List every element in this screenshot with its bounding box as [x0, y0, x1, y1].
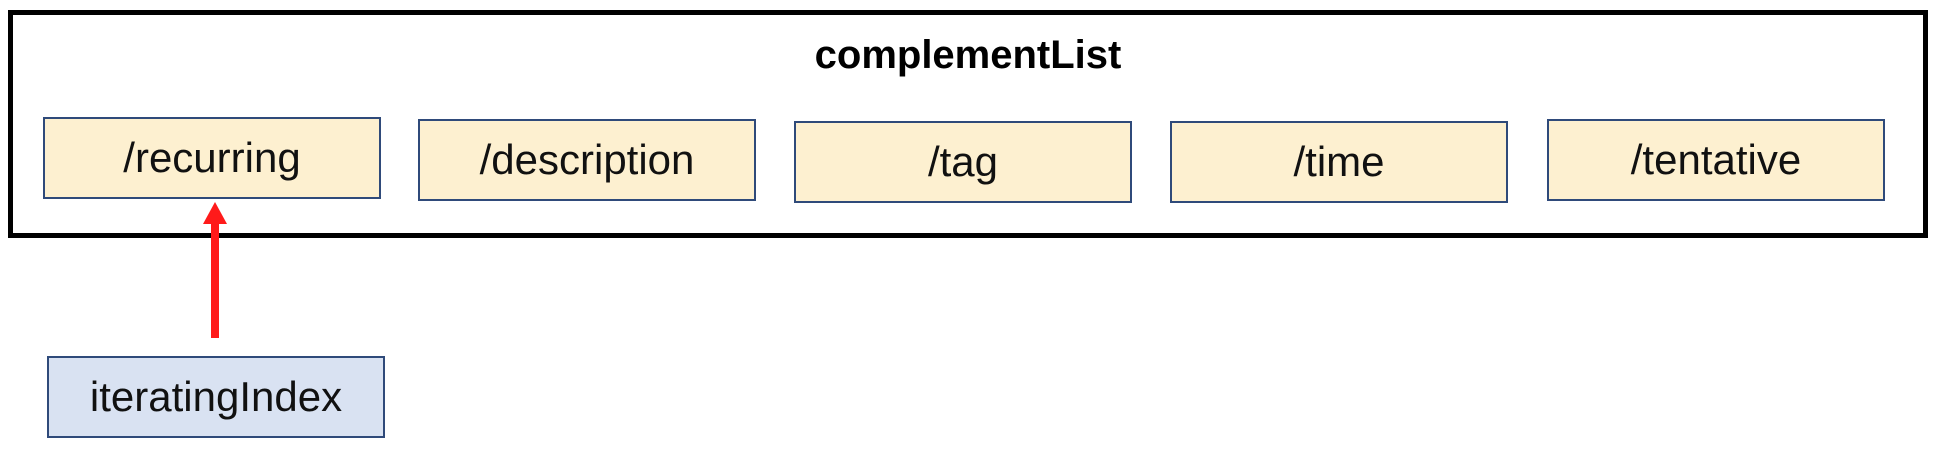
list-item-time: /time — [1170, 121, 1508, 203]
list-item-label: /tentative — [1630, 136, 1802, 183]
list-item-label: /tag — [927, 138, 999, 185]
list-title: complementList — [814, 33, 1122, 77]
iterating-index-box: iteratingIndex — [47, 356, 385, 438]
list-item-description: /description — [418, 119, 756, 201]
complement-list-container: complementList — [8, 10, 1928, 238]
iterating-index-label: iteratingIndex — [89, 373, 343, 420]
list-item-tentative: /tentative — [1547, 119, 1885, 201]
list-item-label: /recurring — [123, 134, 301, 181]
list-item-recurring: /recurring — [43, 117, 381, 199]
list-item-tag: /tag — [794, 121, 1132, 203]
list-item-label: /description — [479, 136, 695, 183]
arrow-head — [203, 202, 227, 224]
list-item-label: /time — [1293, 138, 1385, 185]
